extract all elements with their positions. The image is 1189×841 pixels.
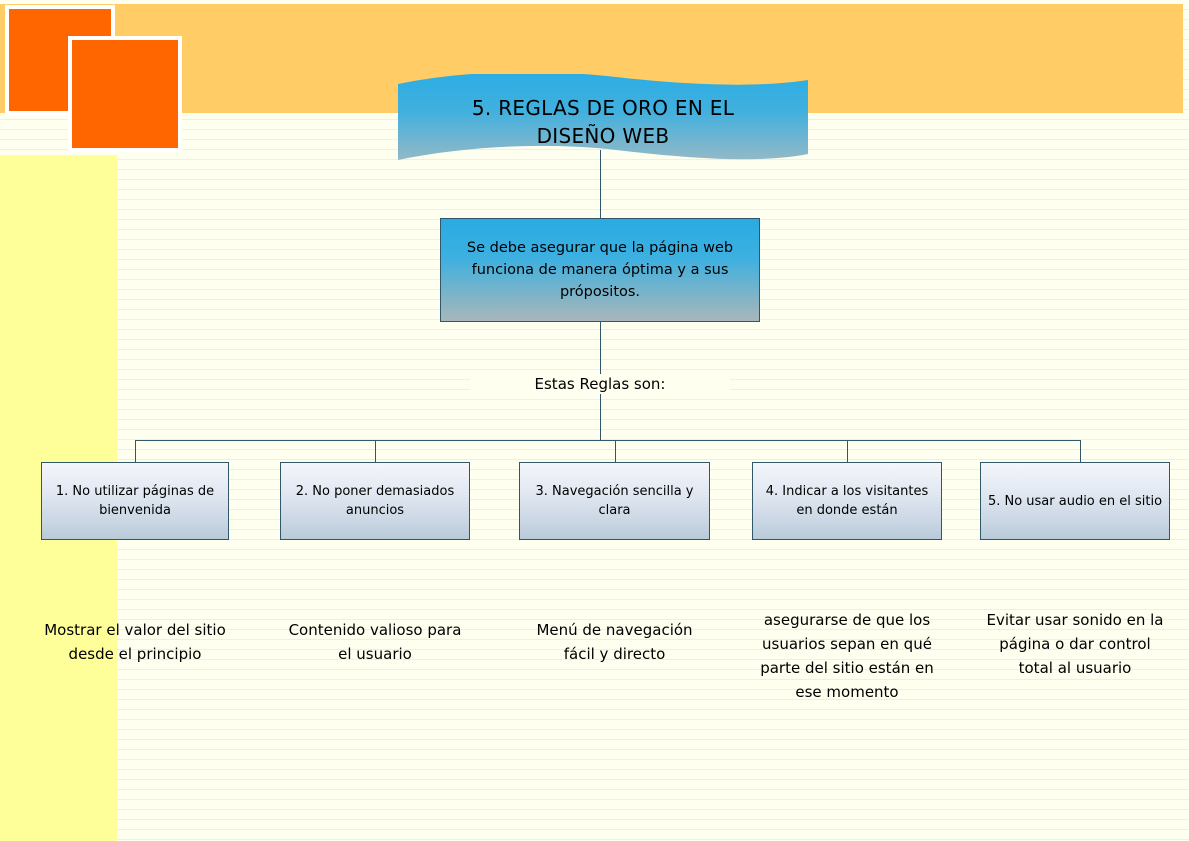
connector-drop-rule-1 bbox=[135, 440, 136, 462]
rule-box-1[interactable]: 1. No utilizar páginas de bienvenida bbox=[41, 462, 229, 540]
title-line-1: 5. REGLAS DE ORO EN EL bbox=[471, 96, 735, 120]
rule-description-5: Evitar usar sonido en la página o dar co… bbox=[986, 611, 1164, 677]
statement-line-3: própositos. bbox=[559, 284, 641, 300]
rule-box-1-text: 1. No utilizar páginas de bienvenida bbox=[55, 484, 215, 518]
rule-box-2-text: 2. No poner demasiados anuncios bbox=[295, 484, 455, 518]
rule-box-2[interactable]: 2. No poner demasiados anuncios bbox=[280, 462, 470, 540]
statement-line-1: Se debe asegurar que la página web bbox=[466, 240, 734, 256]
rule-box-4-text: 4. Indicar a los visitantes en donde est… bbox=[765, 484, 929, 518]
intermediate-label: Estas Reglas son: bbox=[470, 374, 730, 394]
rule-box-5[interactable]: 5. No usar audio en el sitio bbox=[980, 462, 1170, 540]
distribution-bar bbox=[135, 440, 1080, 441]
title-ribbon: 5. REGLAS DE ORO EN EL DISEÑO WEB bbox=[396, 74, 810, 166]
connector-drop-rule-2 bbox=[375, 440, 376, 462]
title-text: 5. REGLAS DE ORO EN EL DISEÑO WEB bbox=[396, 94, 810, 150]
connector-drop-rule-4 bbox=[847, 440, 848, 462]
title-line-2: DISEÑO WEB bbox=[536, 124, 670, 148]
statement-line-2: funciona de manera óptima y a sus bbox=[471, 262, 729, 278]
connector-drop-rule-5 bbox=[1080, 440, 1081, 462]
rule-box-5-text: 5. No usar audio en el sitio bbox=[987, 493, 1163, 509]
rule-description-3: Menú de navegación fácil y directo bbox=[536, 621, 693, 663]
rule-description-1: Mostrar el valor del sitio desde el prin… bbox=[44, 621, 226, 663]
rule-box-4[interactable]: 4. Indicar a los visitantes en donde est… bbox=[752, 462, 942, 540]
rule-box-3[interactable]: 3. Navegación sencilla y clara bbox=[519, 462, 710, 540]
rule-description-4: asegurarse de que los usuarios sepan en … bbox=[760, 611, 934, 701]
connector-title-to-statement bbox=[600, 150, 601, 218]
orange-square-decoration-2 bbox=[68, 36, 182, 152]
connector-drop-rule-3 bbox=[615, 440, 616, 462]
rule-box-3-text: 3. Navegación sencilla y clara bbox=[535, 484, 694, 518]
rule-description-2: Contenido valioso para el usuario bbox=[288, 621, 462, 663]
statement-box: Se debe asegurar que la página web funci… bbox=[440, 218, 760, 322]
statement-text: Se debe asegurar que la página web funci… bbox=[459, 237, 741, 303]
